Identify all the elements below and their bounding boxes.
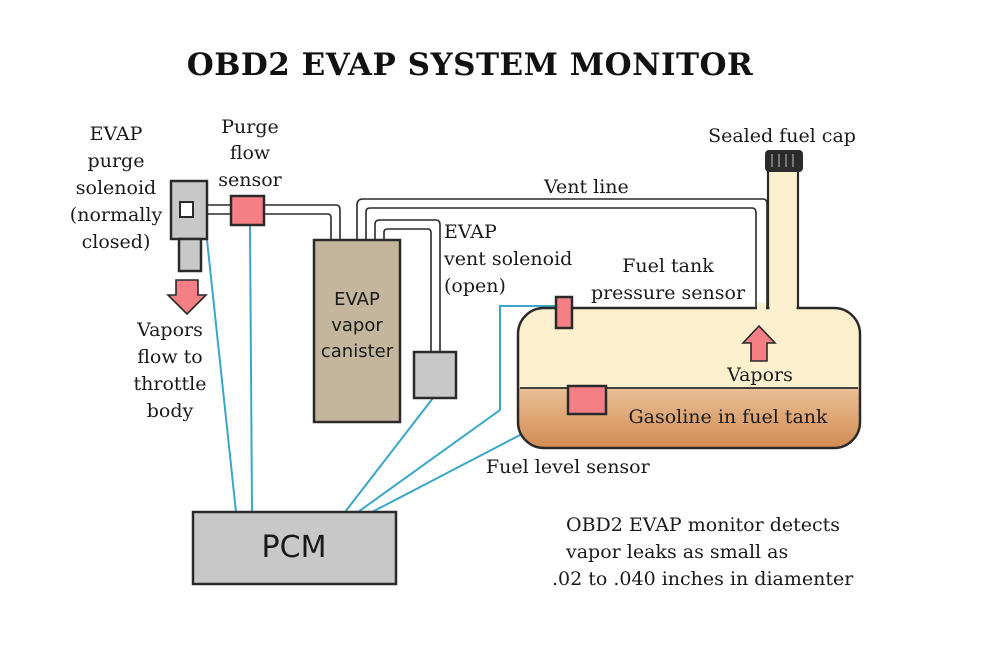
wire-purge-solenoid [206, 239, 237, 513]
fuel-level-sensor [566, 384, 608, 416]
svg-text:vapor: vapor [331, 315, 383, 336]
fuel-level-sensor-label: Fuel level sensor [486, 456, 651, 478]
svg-text:(open): (open) [444, 275, 506, 297]
vent-solenoid [412, 350, 458, 400]
purge-solenoid [169, 179, 209, 273]
wire-purge-flow-sensor [249, 224, 253, 513]
diagram-title: OBD2 EVAP SYSTEM MONITOR [187, 47, 754, 83]
svg-text:Fuel tank: Fuel tank [622, 255, 714, 277]
vapors-throttle-label: Vapors flow to throttle body [134, 319, 207, 422]
fuel-tank [516, 168, 862, 450]
svg-text:closed): closed) [82, 231, 151, 253]
svg-text:flow to: flow to [137, 346, 203, 368]
svg-text:flow: flow [230, 142, 271, 164]
svg-text:vapor leaks as small as: vapor leaks as small as [565, 541, 788, 563]
svg-text:(normally: (normally [70, 204, 163, 226]
svg-text:pressure sensor: pressure sensor [591, 282, 746, 304]
canister-label: EVAP vapor canister [321, 289, 394, 362]
vapors-arrow-icon [741, 324, 777, 362]
pcm-box [191, 510, 398, 586]
pipes [207, 198, 768, 352]
svg-text:purge: purge [88, 150, 145, 172]
wire-pressure-sensor [357, 305, 556, 513]
svg-text:sensor: sensor [218, 169, 282, 191]
evap-canister [312, 238, 402, 424]
monitor-note: OBD2 EVAP monitor detects vapor leaks as… [552, 514, 854, 590]
purge-flow-sensor [229, 194, 266, 227]
tank-vapor-space [518, 308, 860, 388]
svg-text:canister: canister [321, 341, 394, 362]
svg-text:vent solenoid: vent solenoid [443, 248, 572, 270]
filler-neck [766, 168, 800, 322]
svg-text:EVAP: EVAP [334, 289, 380, 310]
svg-text:throttle: throttle [134, 373, 207, 395]
gasoline-label: Gasoline in fuel tank [628, 406, 828, 428]
wire-vent-solenoid [344, 397, 434, 513]
vapors-down-arrow-icon [166, 279, 208, 316]
svg-text:Vapors: Vapors [136, 319, 203, 341]
svg-text:EVAP: EVAP [90, 123, 143, 145]
vent-line-label: Vent line [543, 176, 629, 198]
fuel-cap-icon [765, 150, 803, 172]
svg-text:OBD2 EVAP monitor detects: OBD2 EVAP monitor detects [566, 514, 840, 536]
svg-text:body: body [147, 400, 194, 422]
fuel-cap-label: Sealed fuel cap [708, 125, 856, 147]
pressure-sensor [554, 295, 574, 330]
purge-flow-sensor-label: Purge flow sensor [218, 116, 282, 191]
vapors-label: Vapors [726, 364, 793, 386]
pcm-label: PCM [262, 530, 327, 565]
svg-text:solenoid: solenoid [76, 177, 156, 199]
svg-text:EVAP: EVAP [444, 221, 497, 243]
svg-text:.02 to .040 inches in diamente: .02 to .040 inches in diamenter [552, 568, 854, 590]
purge-solenoid-label: EVAP purge solenoid (normally closed) [70, 123, 163, 253]
svg-text:Purge: Purge [221, 116, 279, 138]
pressure-sensor-label: Fuel tank pressure sensor [591, 255, 746, 304]
vent-solenoid-label: EVAP vent solenoid (open) [443, 221, 572, 297]
